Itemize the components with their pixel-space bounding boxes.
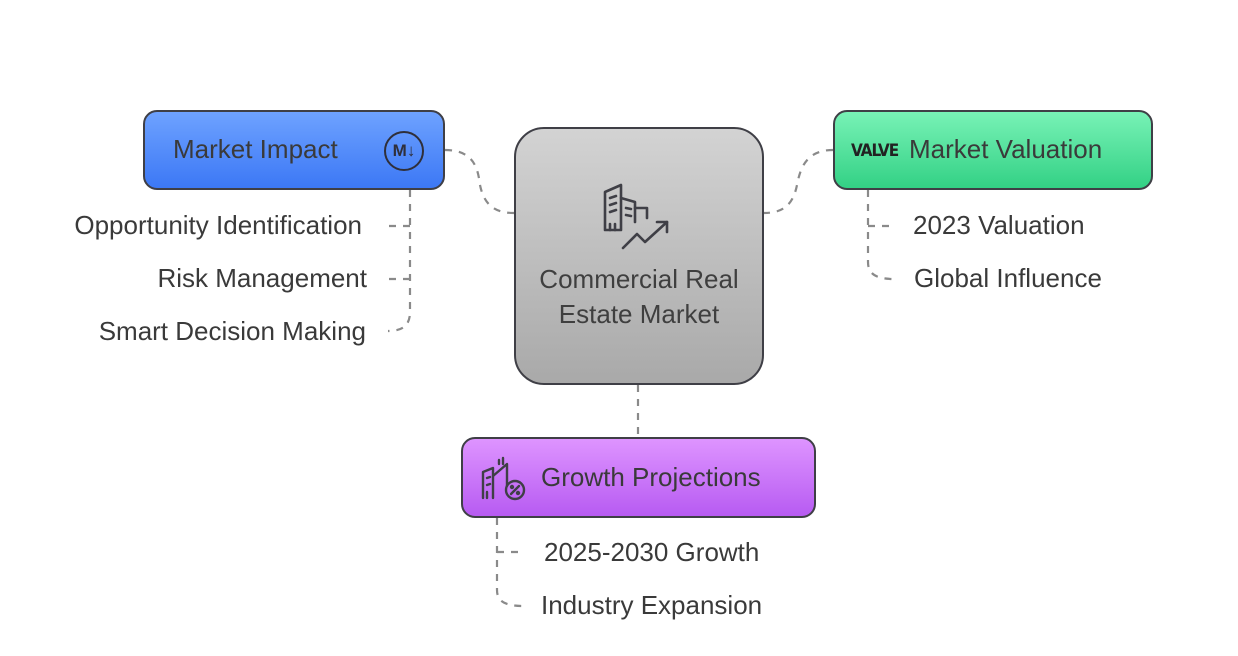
center-title: Commercial Real Estate Market [539, 264, 739, 329]
market-valuation-node[interactable]: VALVE Market Valuation [833, 110, 1153, 190]
connector-center-valuation [763, 148, 834, 215]
connector-center-impact [444, 148, 515, 215]
center-node[interactable]: Commercial Real Estate Market [514, 127, 764, 385]
growth-projections-label: Growth Projections [541, 462, 761, 492]
impact-item-opportunity: Opportunity Identification [74, 210, 362, 240]
connector-impact-items [387, 190, 412, 333]
market-valuation-label: Market Valuation [909, 134, 1103, 164]
growth-item-2025-2030: 2025-2030 Growth [544, 537, 760, 567]
growth-projections-node[interactable]: Growth Projections [461, 437, 816, 518]
impact-item-risk: Risk Management [157, 263, 367, 293]
building-percent-icon [481, 456, 526, 501]
building-growth-icon [603, 183, 669, 250]
valuation-item-2023: 2023 Valuation [913, 210, 1085, 240]
connector-valuation-items [866, 190, 895, 281]
market-down-icon: M↓ [384, 131, 424, 171]
valve-logo-icon: VALVE [851, 141, 899, 161]
market-impact-node[interactable]: Market Impact M↓ [143, 110, 445, 190]
connector-growth-items [495, 518, 525, 608]
market-impact-label: Market Impact [173, 134, 338, 164]
growth-item-expansion: Industry Expansion [541, 590, 763, 620]
impact-item-decision: Smart Decision Making [98, 316, 366, 346]
valuation-item-global: Global Influence [914, 263, 1102, 293]
